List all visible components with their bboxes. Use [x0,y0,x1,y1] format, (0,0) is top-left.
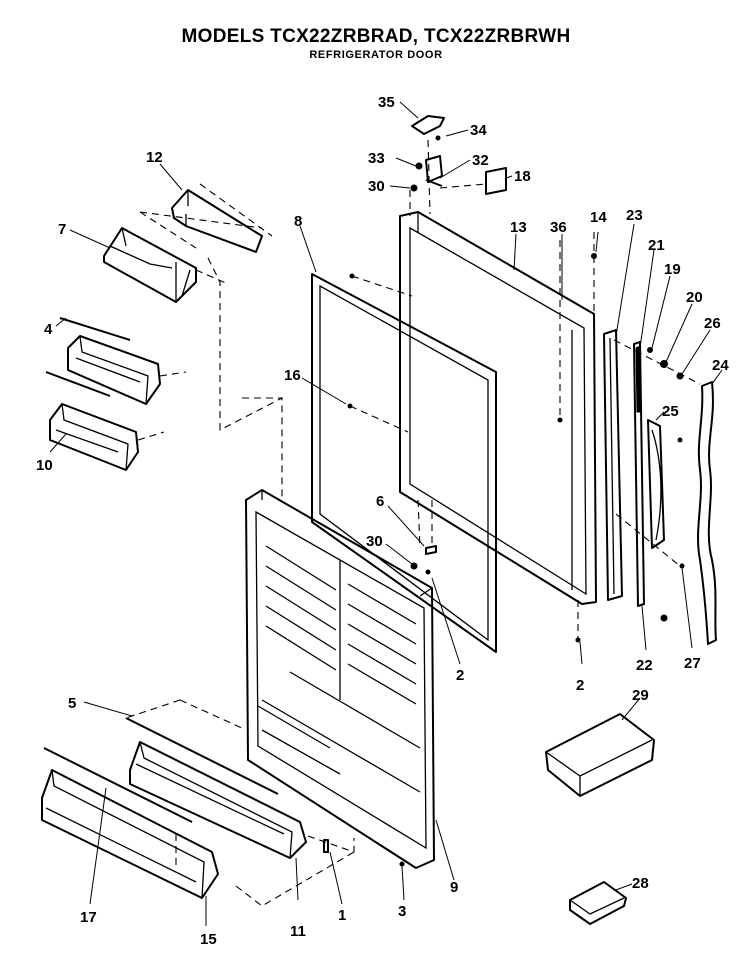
part-11-door-shelf [125,699,307,859]
part-21-hinge-strip [633,341,645,607]
callout-5: 5 [68,695,76,712]
callout-3: 3 [398,903,406,920]
callout-15: 15 [200,931,217,948]
callout-24: 24 [712,357,729,374]
callout-34: 34 [470,122,487,139]
callout-7: 7 [58,221,66,238]
diagram-title: MODELS TCX22ZRBRAD, TCX22ZRBRWH [181,26,571,47]
part-23-door-side-trim [603,329,623,601]
part-29-bin [545,713,655,797]
part-28-tray [569,881,627,925]
callout-25: 25 [662,403,679,420]
callout-36: 36 [550,219,567,236]
callout-2-right: 2 [576,677,584,694]
callout-28: 28 [632,875,649,892]
part-12-shelf-cover [139,183,273,253]
callout-14: 14 [590,209,607,226]
part-7-shelf-tray [103,227,229,303]
part-3-screw [399,861,405,867]
callout-23: 23 [626,207,643,224]
callout-4: 4 [44,321,53,338]
part-36-screw [557,240,563,423]
part-30-screw-top [410,184,418,192]
part-13-outer-door-panel [399,211,597,605]
part-2-screws [425,569,581,643]
callout-18: 18 [514,168,531,185]
part-10-door-bin [45,371,165,471]
callout-9: 9 [450,879,458,896]
part-16-gasket-screw [347,273,413,433]
callout-29: 29 [632,687,649,704]
part-24-handle-trim [697,381,717,645]
callout-12: 12 [146,149,163,166]
callout-16: 16 [284,367,301,384]
part-18-hinge-cover [485,167,507,195]
callout-20: 20 [686,289,703,306]
callout-35: 35 [378,94,395,111]
part-25-door-handle [647,419,665,549]
part-17-bin-rail [43,747,193,823]
callout-labels: 35 34 33 32 30 18 12 7 8 13 36 14 23 21 … [36,94,729,948]
part-6-stop [410,499,437,570]
part-34-screw [435,135,441,141]
part-19-20-26-hinge-hardware [613,339,701,622]
callout-11: 11 [290,923,306,940]
leader-lines [49,101,723,926]
callout-22: 22 [636,657,653,674]
callout-32: 32 [472,152,489,169]
callout-19: 19 [664,261,681,278]
callout-30-lower: 30 [366,533,383,550]
callout-2: 2 [456,667,464,684]
part-8-door-gasket [311,273,497,653]
part-1-screw [323,839,329,853]
part-9-door-liner [245,489,435,869]
callout-10: 10 [36,457,53,474]
callout-6: 6 [376,493,384,510]
callout-27: 27 [684,655,701,672]
callout-30: 30 [368,178,385,195]
callout-17: 17 [80,909,97,926]
callout-33: 33 [368,150,385,167]
callout-8: 8 [294,213,302,230]
part-33-washer [415,162,423,170]
part-15-door-bin-lower [41,769,219,899]
diagram-subtitle: REFRIGERATOR DOOR [309,49,443,61]
part-14-screw [591,232,597,320]
callout-1: 1 [338,907,346,924]
part-35-hinge-cap [411,115,445,135]
part-4-door-bin [59,317,187,405]
callout-21: 21 [648,237,665,254]
callout-26: 26 [704,315,721,332]
callout-13: 13 [510,219,527,236]
